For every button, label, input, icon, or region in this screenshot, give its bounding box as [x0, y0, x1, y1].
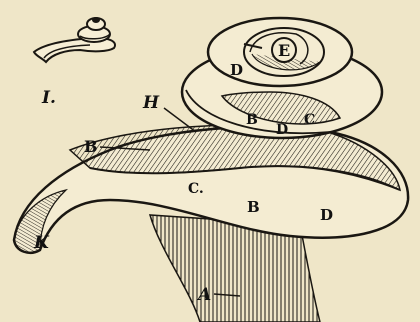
label-h: H [142, 93, 160, 113]
label-b-outer: B [84, 137, 98, 156]
label-c-top: C [304, 112, 315, 128]
label-e: E [278, 41, 290, 60]
label-a: A [196, 285, 211, 305]
label-d-outer: D [320, 206, 333, 224]
label-b-mid: B [247, 198, 260, 216]
inset-label: I. [41, 88, 56, 108]
label-k: K [33, 233, 50, 253]
inset-cochlea [34, 17, 115, 62]
label-c-mid: C. [188, 181, 204, 197]
label-d-mid: D [276, 122, 288, 138]
label-d-top: D [230, 61, 243, 79]
label-b-top: B [246, 112, 258, 128]
